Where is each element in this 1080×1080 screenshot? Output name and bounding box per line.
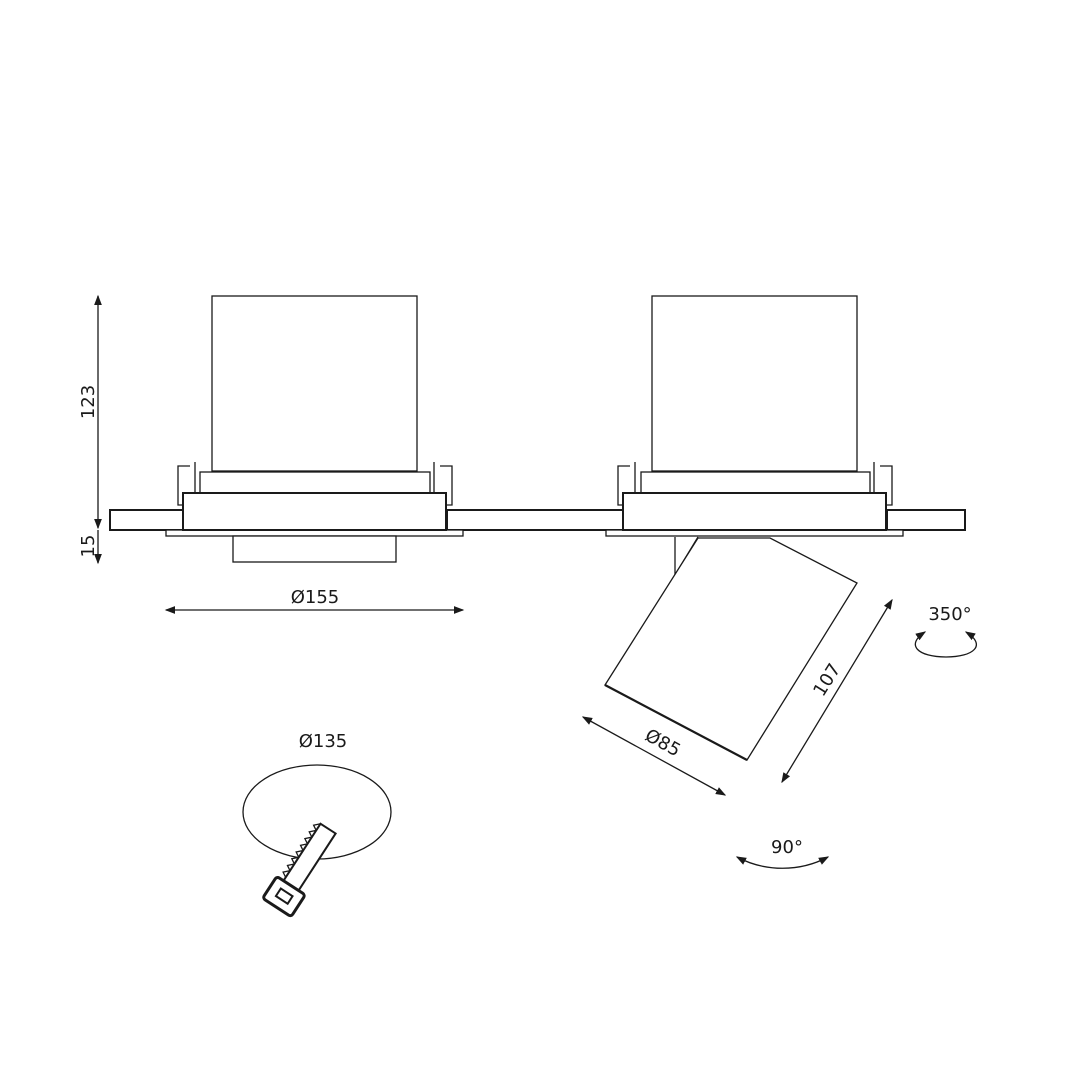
dim-trim-diameter: Ø155 (291, 587, 340, 608)
dim-height-trim: 15 (78, 535, 99, 558)
dim-head-length: 107 (809, 660, 845, 700)
dim-cutout-diameter: Ø135 (299, 731, 348, 752)
fixed-downlight-fixture (165, 295, 464, 563)
dim-head-diameter: Ø85 (641, 725, 684, 761)
saw-icon (262, 822, 338, 918)
dimension-lines (94, 294, 978, 869)
dim-rotation: 350° (928, 604, 971, 625)
adjustable-spot-fixture (604, 295, 904, 761)
dim-tilt: 90° (771, 837, 803, 858)
spot-head (604, 537, 858, 761)
dim-height-body: 123 (78, 385, 99, 419)
